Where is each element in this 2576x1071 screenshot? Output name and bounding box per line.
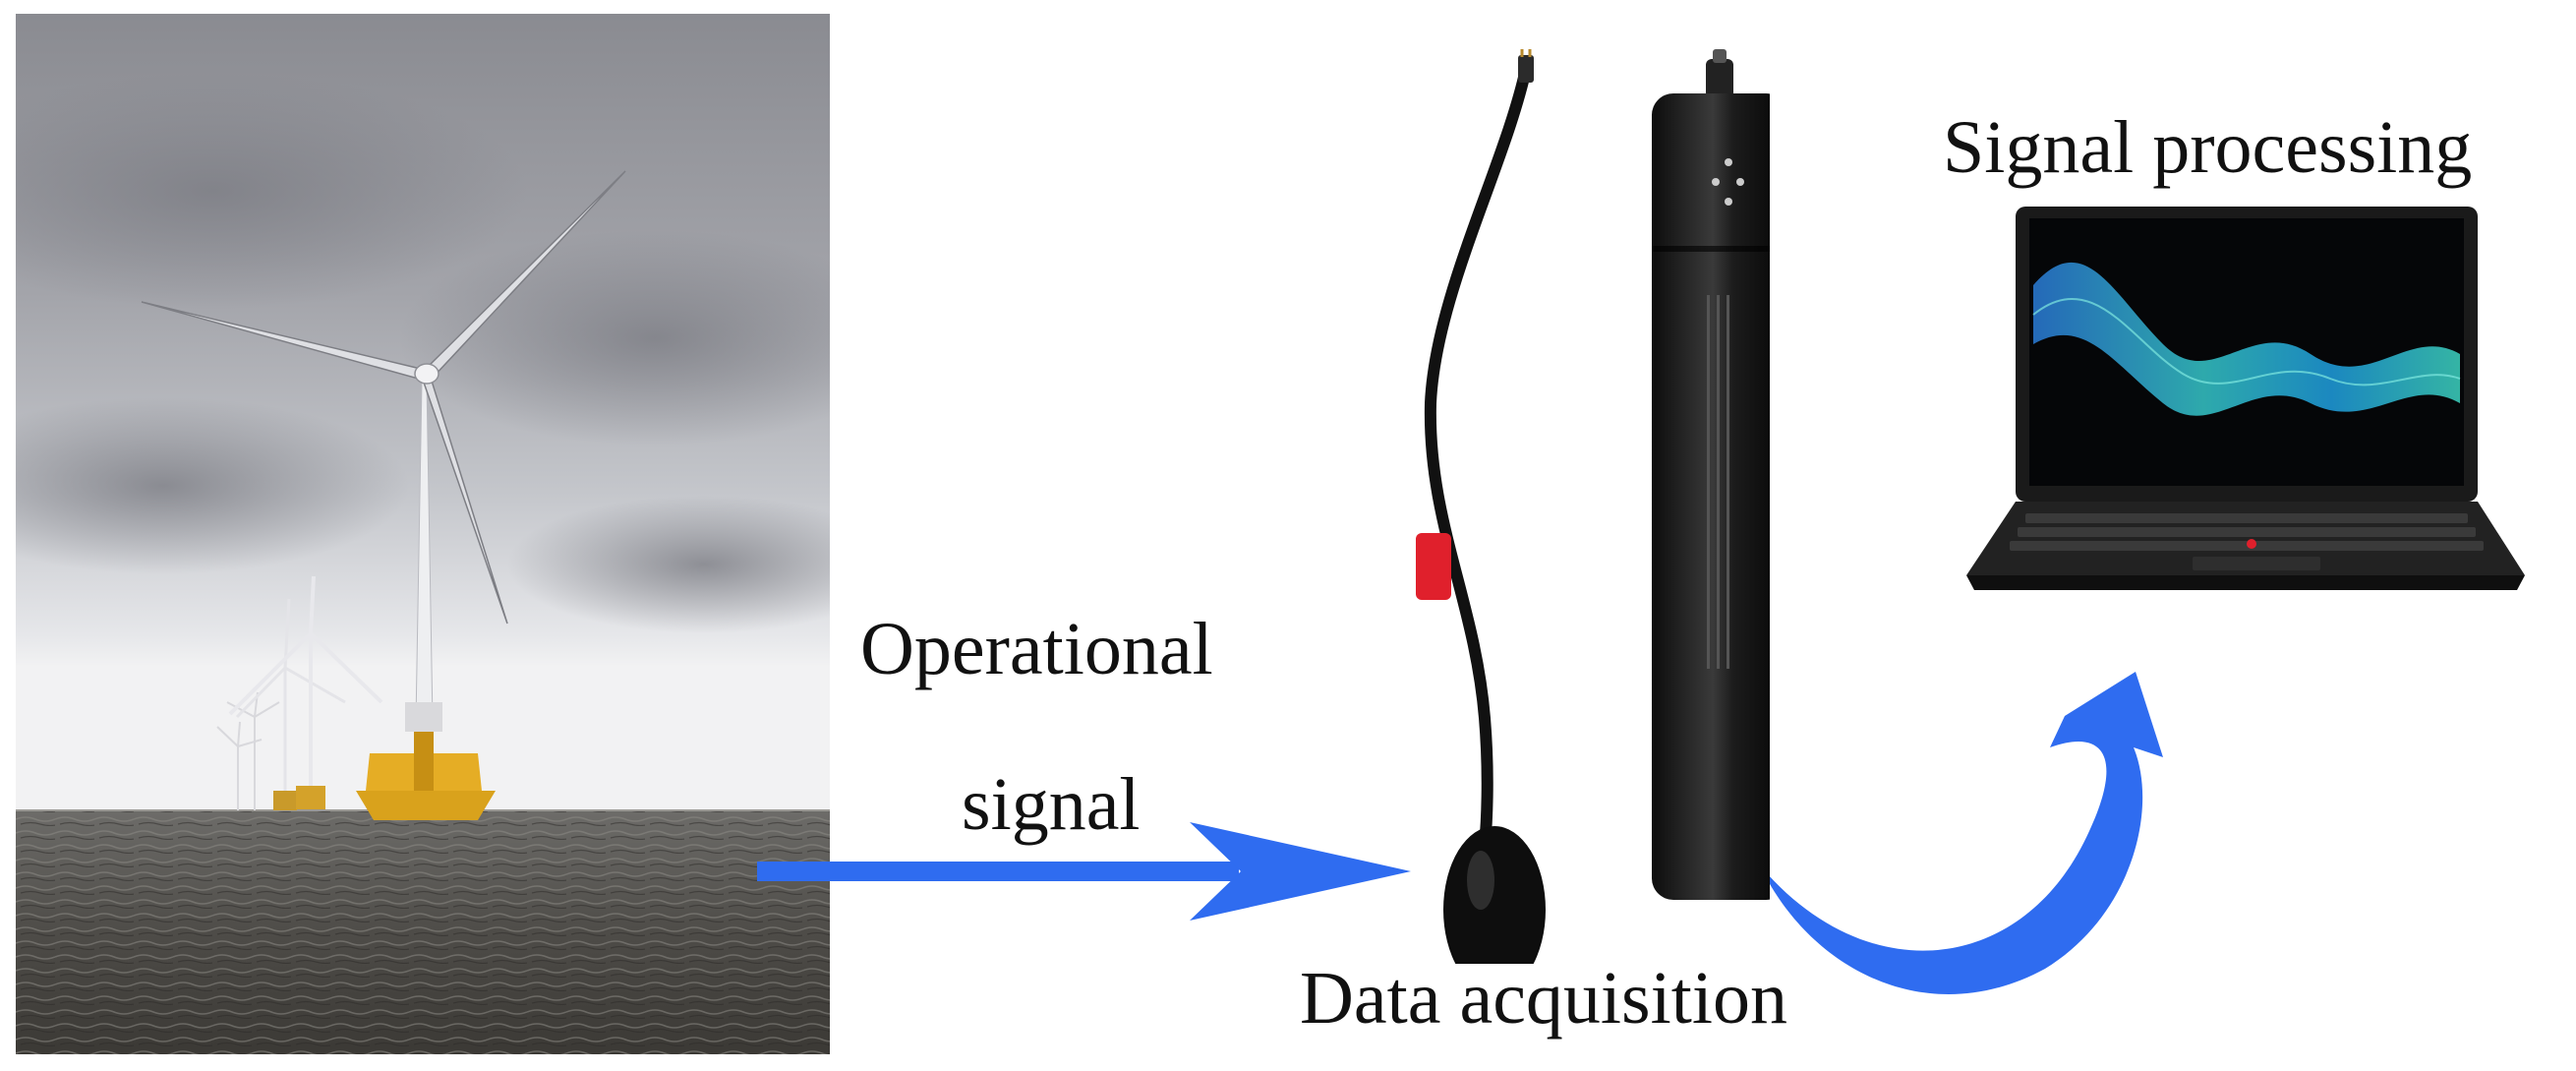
recorder-body [1652, 93, 1770, 900]
hydrophone-sensor [1443, 826, 1546, 964]
signal-processing-label: Signal processing [1943, 106, 2473, 189]
laptop-icon [1966, 207, 2525, 590]
operational-signal-label-line1: Operational [860, 608, 1213, 690]
wind-turbine-photo [16, 14, 830, 1054]
cable-red-tag [1416, 533, 1451, 600]
operational-signal-label-line2: signal [962, 763, 1141, 846]
output-arrow [1760, 672, 2163, 995]
hydrophone-recorder [1416, 49, 1770, 964]
hydrophone-cable [1424, 63, 1532, 852]
data-acquisition-label: Data acquisition [1300, 957, 1787, 1040]
